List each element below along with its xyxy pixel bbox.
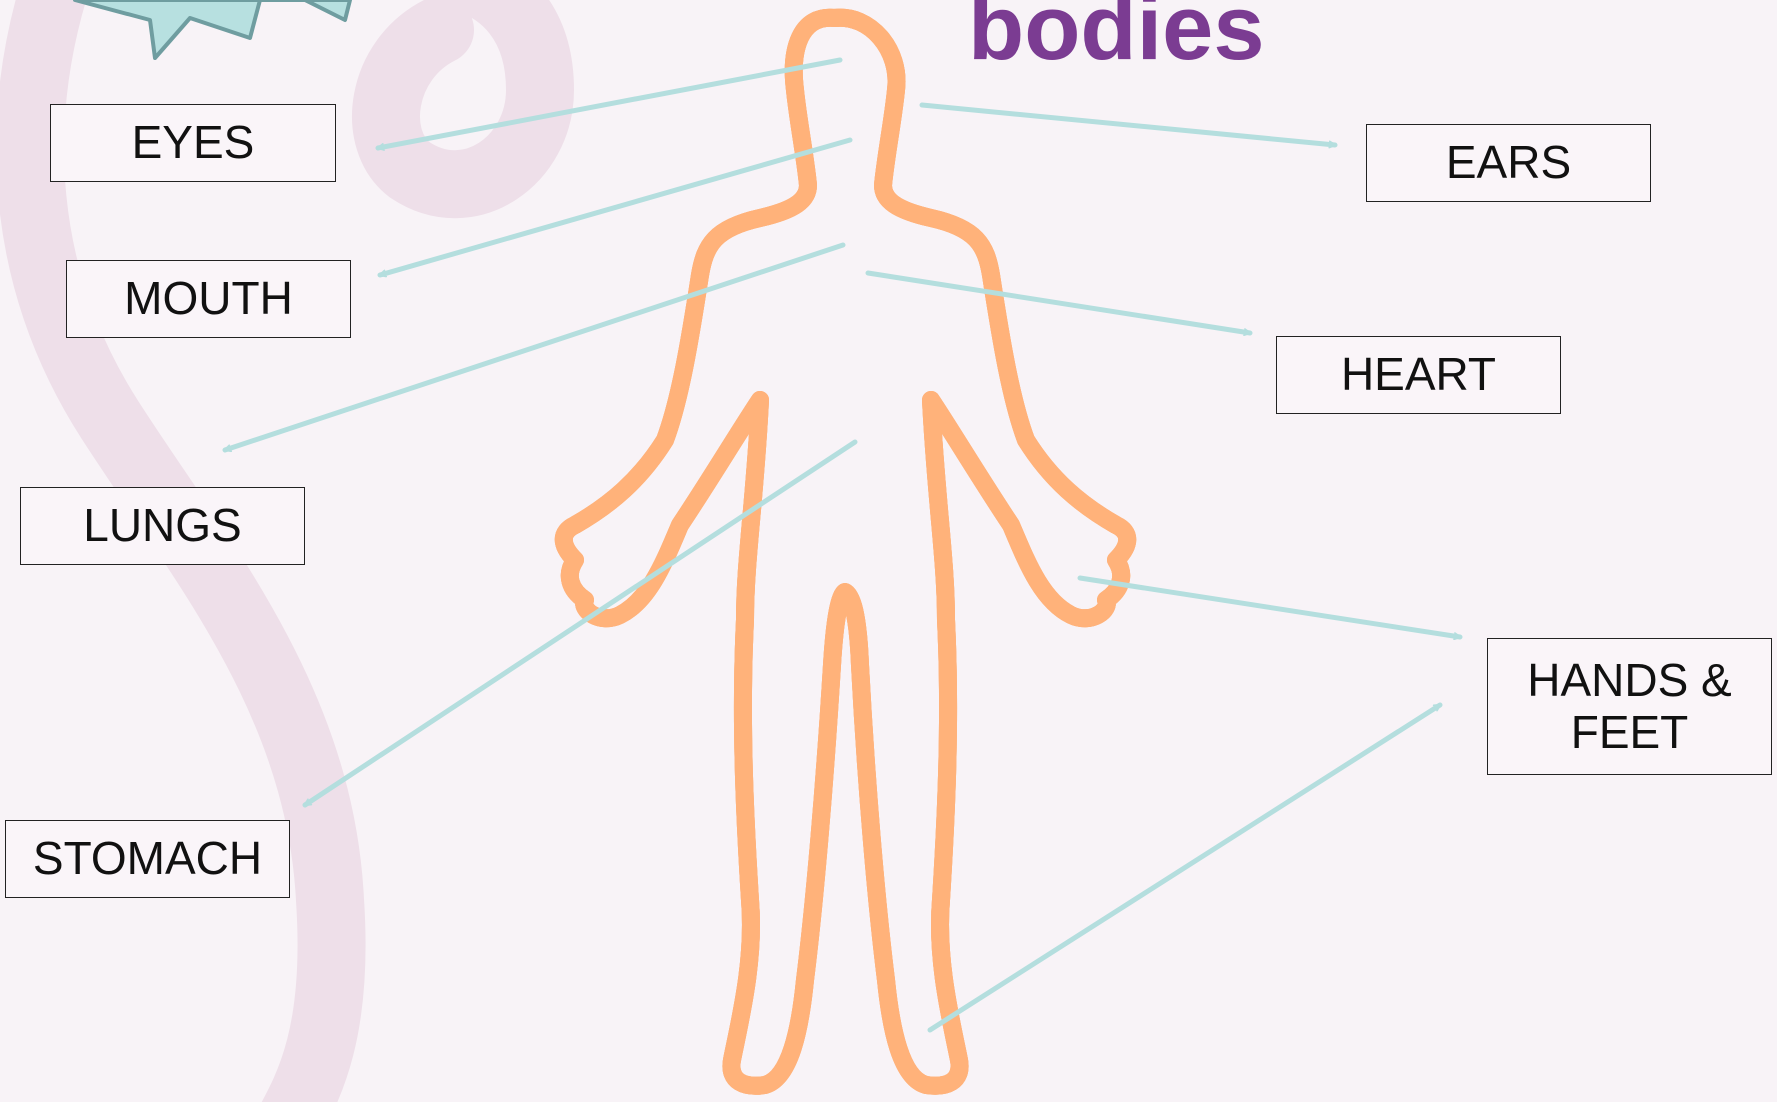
arrow-hands: [1080, 578, 1460, 637]
label-hands-feet: HANDS & FEET: [1487, 638, 1772, 775]
arrow-heart: [868, 273, 1250, 333]
label-hands-feet-line2: FEET: [1571, 707, 1689, 759]
human-body-outline: [564, 18, 1128, 1086]
arrow-eyes: [378, 60, 840, 148]
label-ears: EARS: [1366, 124, 1651, 202]
label-mouth: MOUTH: [66, 260, 351, 338]
label-heart: HEART: [1276, 336, 1561, 414]
label-eyes: EYES: [50, 104, 336, 182]
arrow-ears: [922, 105, 1335, 145]
label-stomach: STOMACH: [5, 820, 290, 898]
page-title: bodies: [968, 0, 1264, 74]
decorative-star-icon: [75, 0, 350, 58]
arrow-feet: [930, 705, 1440, 1030]
label-hands-feet-line1: HANDS &: [1527, 655, 1731, 707]
arrow-stomach: [305, 442, 855, 805]
label-lungs: LUNGS: [20, 487, 305, 565]
